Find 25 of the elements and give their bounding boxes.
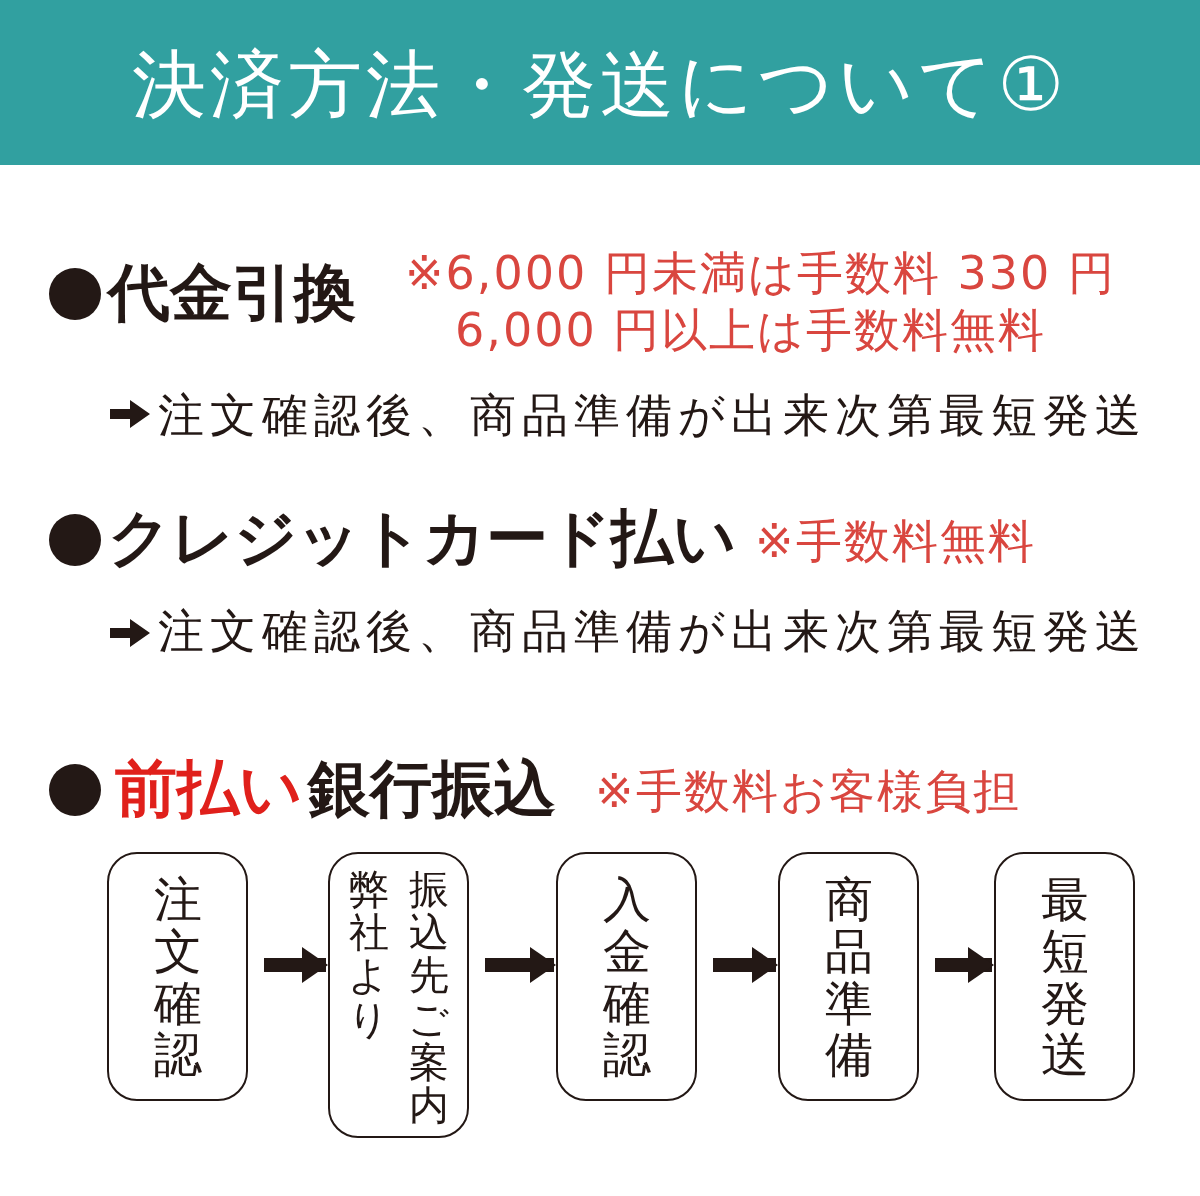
- section-heading: クレジットカード払い: [108, 507, 736, 569]
- shipping-note: 注文確認後、商品準備が出来次第最短発送: [158, 392, 1147, 438]
- fee-note: ※手数料無料: [755, 518, 1036, 564]
- shipping-note: 注文確認後、商品準備が出来次第最短発送: [158, 608, 1147, 654]
- step-text: 注文確認: [153, 874, 202, 1082]
- step-text: 最短発送: [1040, 874, 1089, 1082]
- arrow: [485, 947, 556, 983]
- process-box: [778, 852, 919, 1101]
- arrow: [713, 947, 778, 983]
- process-box: [994, 852, 1135, 1101]
- fee-note: ※6,000 円未満は手数料 330 円: [405, 250, 1116, 296]
- title: 決済方法・発送について①: [131, 41, 1069, 127]
- section-heading: 代金引換: [108, 262, 356, 324]
- step-text: 振込先ご案内弊社より: [348, 868, 449, 1130]
- step-text: 入金確認: [602, 874, 651, 1082]
- section-heading: 銀行振込: [308, 758, 556, 820]
- process-box: [556, 852, 697, 1101]
- step-text: 商品準備: [824, 874, 873, 1082]
- arrow: [935, 947, 994, 983]
- section-heading: 前払い: [115, 758, 302, 820]
- process-box: [328, 852, 469, 1138]
- arrow: [264, 947, 328, 983]
- fee-note: ※手数料お客様負担: [595, 768, 1021, 814]
- process-box: [107, 852, 248, 1101]
- fee-note: 6,000 円以上は手数料無料: [455, 307, 1047, 353]
